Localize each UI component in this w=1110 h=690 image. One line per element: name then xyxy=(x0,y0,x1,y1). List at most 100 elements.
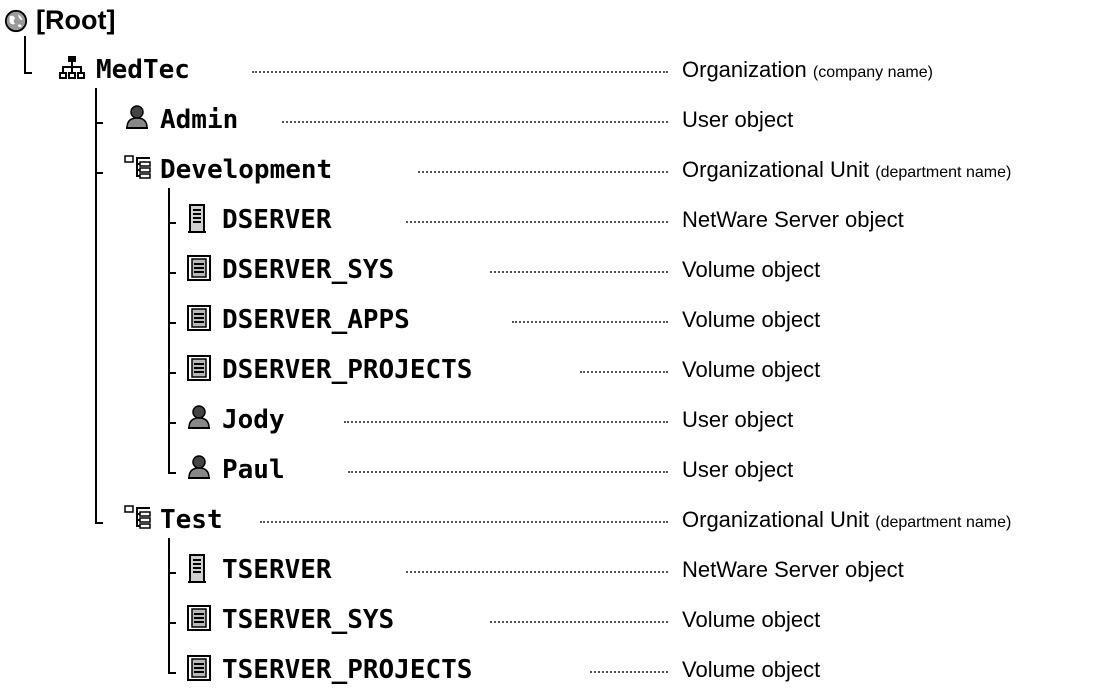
node-description: User object xyxy=(682,100,793,140)
node-label: Jody xyxy=(222,405,285,435)
volume-icon xyxy=(186,304,211,332)
tree-branch-connector xyxy=(95,172,103,174)
tree-node-row: MedTec Organization (company name) xyxy=(0,50,1110,90)
node-description-text: Volume object xyxy=(682,357,821,382)
tree-branch-connector xyxy=(168,372,176,374)
node-description-text: Organization xyxy=(682,57,807,82)
tree-trunk-line xyxy=(168,538,170,672)
organizational-unit-icon xyxy=(124,154,151,182)
dotted-leader xyxy=(260,521,668,523)
node-label: DSERVER_SYS xyxy=(222,255,395,285)
tree-node-row: Paul User object xyxy=(0,450,1110,490)
dotted-leader xyxy=(418,171,668,173)
tree-branch-connector xyxy=(168,322,176,324)
tree-node-row: Jody User object xyxy=(0,400,1110,440)
user-icon xyxy=(124,104,148,132)
user-icon xyxy=(186,404,210,432)
node-description: Organizational Unit (department name) xyxy=(682,150,1011,190)
tree-branch-connector xyxy=(24,72,32,74)
dotted-leader xyxy=(406,221,668,223)
tree-branch-connector xyxy=(168,472,176,474)
tree-branch-connector xyxy=(168,572,176,574)
node-label: DSERVER xyxy=(222,205,332,235)
organization-icon xyxy=(58,54,85,82)
globe-icon xyxy=(4,9,28,33)
node-description: Volume object xyxy=(682,650,820,690)
tree-branch-connector xyxy=(95,522,103,524)
node-description: User object xyxy=(682,400,793,440)
dotted-leader xyxy=(282,121,668,123)
node-description: Organizational Unit (department name) xyxy=(682,500,1011,540)
user-icon xyxy=(186,454,210,482)
volume-icon xyxy=(186,654,211,682)
node-description-text: User object xyxy=(682,457,794,482)
node-description-text: Organizational Unit xyxy=(682,157,870,182)
node-description-text: NetWare Server object xyxy=(682,207,904,232)
node-description: Volume object xyxy=(682,300,820,340)
tree-node-row: Admin User object xyxy=(0,100,1110,140)
node-description: Volume object xyxy=(682,350,820,390)
tree-node-row: TSERVER_SYS Volume object xyxy=(0,600,1110,640)
tree-node-row: TSERVER_PROJECTS Volume object xyxy=(0,650,1110,690)
dotted-leader xyxy=(344,421,668,423)
tree-node-row: TSERVER NetWare Server object xyxy=(0,550,1110,590)
volume-icon xyxy=(186,354,211,382)
dotted-leader xyxy=(252,71,668,73)
server-icon xyxy=(186,204,210,233)
tree-node-row: DSERVER_PROJECTS Volume object xyxy=(0,350,1110,390)
tree-trunk-line xyxy=(95,88,97,522)
dotted-leader xyxy=(580,371,668,373)
node-label: Admin xyxy=(160,105,239,135)
root-label: [Root] xyxy=(36,5,116,35)
dotted-leader xyxy=(590,671,668,673)
node-label: Development xyxy=(160,155,333,185)
tree-trunk-line xyxy=(168,188,170,472)
tree-branch-connector xyxy=(95,122,103,124)
node-description-text: NetWare Server object xyxy=(682,557,904,582)
dotted-leader xyxy=(490,621,668,623)
node-label: TSERVER_PROJECTS xyxy=(222,655,473,685)
node-label: Test xyxy=(160,505,223,535)
tree-root-row: [Root] xyxy=(0,0,1110,40)
node-description-text: Organizational Unit xyxy=(682,507,870,532)
node-description: NetWare Server object xyxy=(682,550,904,590)
node-description: User object xyxy=(682,450,793,490)
dotted-leader xyxy=(512,321,668,323)
node-description-text: Volume object xyxy=(682,257,821,282)
volume-icon xyxy=(186,254,211,282)
tree-node-row: Development Organizational Unit (departme… xyxy=(0,150,1110,190)
node-description-text: Volume object xyxy=(682,607,821,632)
node-description: NetWare Server object xyxy=(682,200,904,240)
volume-icon xyxy=(186,604,211,632)
dotted-leader xyxy=(490,271,668,273)
tree-node-row: DSERVER_SYS Volume object xyxy=(0,250,1110,290)
node-label: TSERVER xyxy=(222,555,332,585)
node-description: Volume object xyxy=(682,600,820,640)
node-label: DSERVER_APPS xyxy=(222,305,410,335)
node-description-note: (department name) xyxy=(875,164,1012,181)
node-description-note: (company name) xyxy=(812,64,933,81)
node-description-note: (department name) xyxy=(875,514,1012,531)
dotted-leader xyxy=(348,471,668,473)
tree-branch-connector xyxy=(168,222,176,224)
dotted-leader xyxy=(406,571,668,573)
node-description-text: User object xyxy=(682,407,794,432)
node-description-text: Volume object xyxy=(682,307,821,332)
server-icon xyxy=(186,554,210,583)
tree-node-row: DSERVER NetWare Server object xyxy=(0,200,1110,240)
tree-node-row: DSERVER_APPS Volume object xyxy=(0,300,1110,340)
tree-branch-connector xyxy=(168,622,176,624)
tree-branch-connector xyxy=(168,672,176,674)
node-label: MedTec xyxy=(96,55,190,85)
node-label: DSERVER_PROJECTS xyxy=(222,355,473,385)
organizational-unit-icon xyxy=(124,504,151,532)
tree-branch-connector xyxy=(168,272,176,274)
node-label: Paul xyxy=(222,455,285,485)
node-description: Volume object xyxy=(682,250,820,290)
tree-trunk-line xyxy=(24,36,26,72)
node-description: Organization (company name) xyxy=(682,50,933,90)
tree-branch-connector xyxy=(168,422,176,424)
node-label: TSERVER_SYS xyxy=(222,605,395,635)
tree-node-row: Test Organizational Unit (department name… xyxy=(0,500,1110,540)
